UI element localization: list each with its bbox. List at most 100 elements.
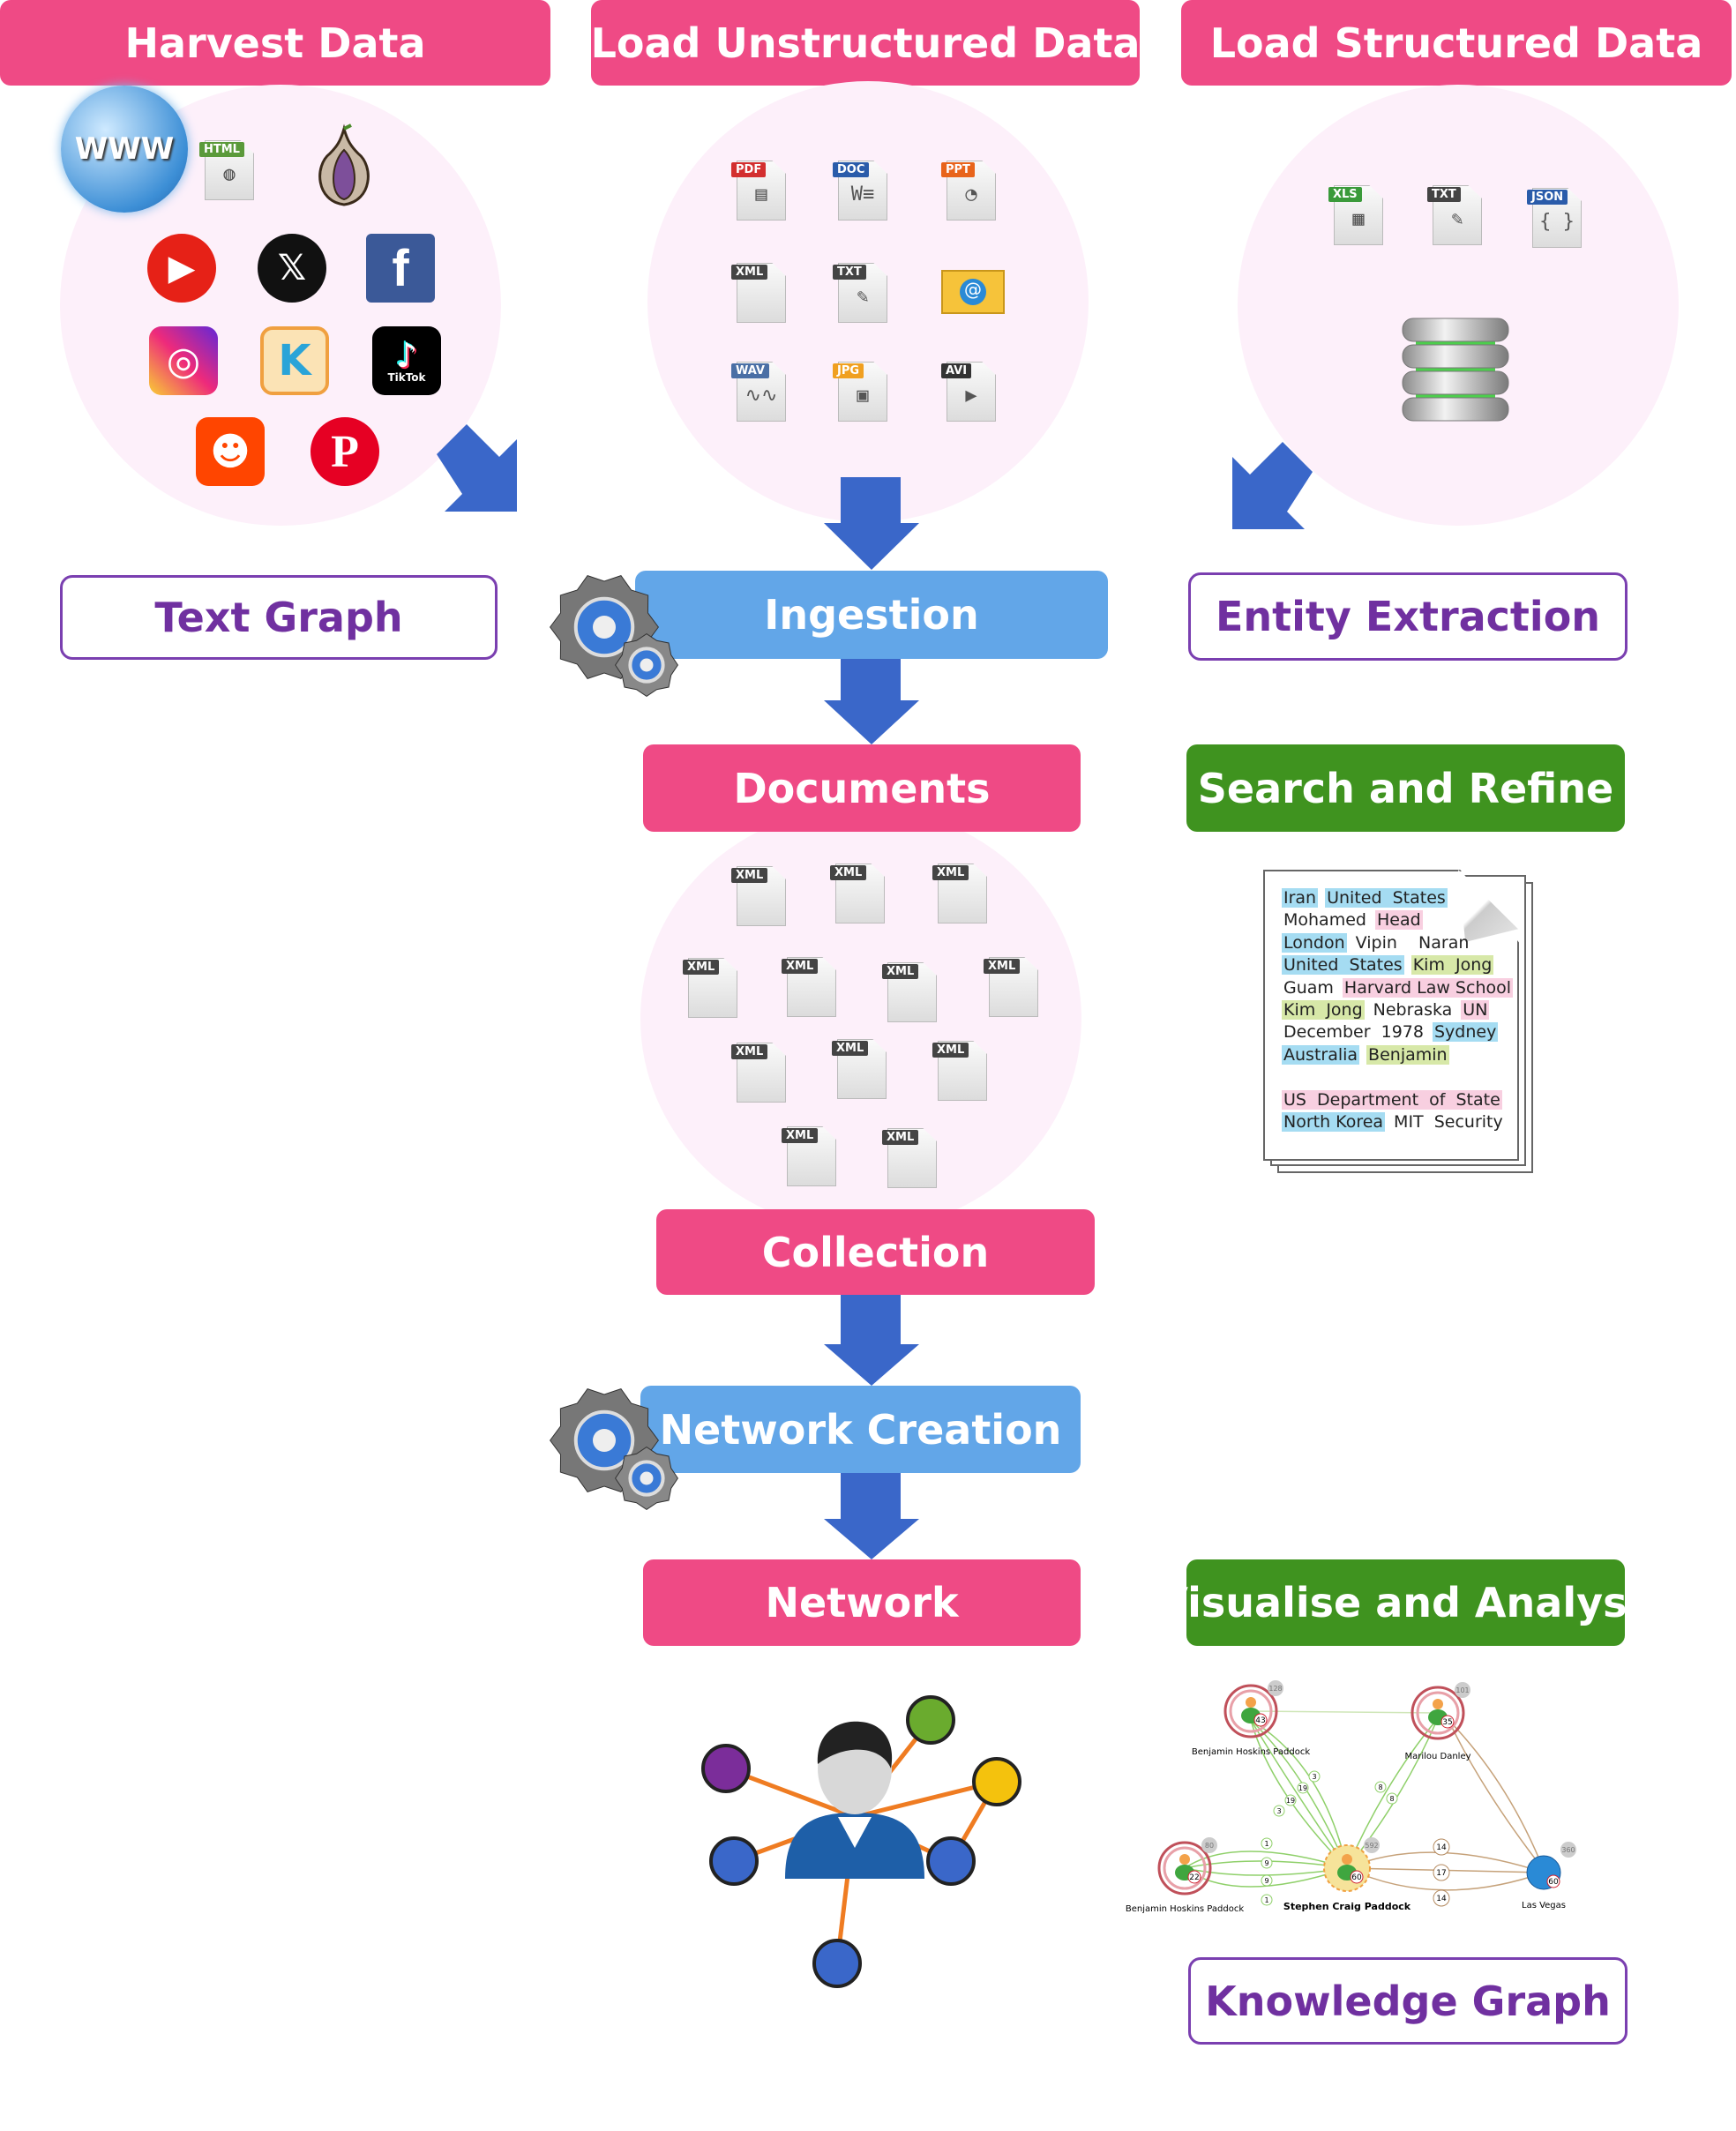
www-globe-icon: WWW [61,86,188,213]
kaggle-icon: K [260,326,329,395]
xml-file-icon: XML [731,1039,788,1104]
kg-edge-label: 14 [1436,1895,1447,1903]
entity-text: December 1978 [1283,1022,1424,1043]
kg-node-count: 80 [1205,1842,1214,1850]
kg-edge-label-bg [1261,1857,1273,1869]
entity-text-line: December 1978 Sydney [1282,1022,1505,1043]
kg-edge-label-bg [1433,1864,1450,1881]
kg-edge-label: 8 [1378,1783,1382,1791]
kg-edge-label-bg [1261,1894,1273,1906]
harvest-data-header: Harvest Data [0,0,550,86]
html-file-icon: HTML◍ [199,137,256,202]
kg-edge-label: 3 [1312,1773,1316,1781]
network-node [906,1695,955,1745]
kg-edge-label: 17 [1436,1869,1446,1878]
network-creation-stage: Network Creation [640,1386,1081,1473]
pinterest-icon: P [311,417,379,486]
kg-edge-label: 19 [1298,1784,1307,1792]
txt-file-icon: TXT✎ [833,259,889,325]
network-stage: Network [643,1559,1081,1646]
network-node [709,1836,759,1886]
x-twitter-icon: 𝕏 [258,234,326,303]
xml-file-icon: XML [984,953,1040,1019]
xls-file-icon: XLS▦ [1328,182,1385,247]
entity-highlight: Kim Jong [1282,1000,1365,1020]
kg-edge-label: 8 [1389,1795,1394,1803]
entity-highlight: Sydney [1432,1022,1499,1043]
visualise-and-analyse-stage: Visualise and Analyse [1156,1559,1655,1646]
arrow-down-right-icon [437,424,517,512]
facebook-icon: f [366,234,435,303]
wav-file-icon: WAV∿∿ [731,358,788,423]
entity-text: MIT Security [1394,1112,1503,1132]
kg-edge-label-bg [1433,1838,1450,1856]
xml-file-icon: XML [932,1037,989,1103]
entity-text-line: Guam Harvard Law School [1282,977,1520,998]
kg-node-count: 101 [1455,1686,1469,1694]
knowledge-graph-label: Knowledge Graph [1188,1957,1628,2045]
kg-node-count: 592 [1365,1842,1378,1850]
kg-node-badge: 22 [1189,1873,1199,1882]
arrow-down-icon [824,1473,919,1559]
documents-stage: Documents [643,744,1081,832]
kg-node-count: 128 [1268,1685,1282,1693]
avi-file-icon: AVI▶ [941,358,998,423]
kg-node-badge: 43 [1255,1716,1265,1725]
entity-highlight: United States [1282,955,1404,976]
kg-edge-label-bg [1386,1792,1398,1805]
reddit-icon: ☻ [196,417,265,486]
kg-edge-label-bg [1433,1889,1450,1907]
tiktok-icon: ♪TikTok [372,326,441,395]
kg-node-badge: 35 [1442,1718,1452,1727]
entity-text: Guam [1283,977,1334,998]
kg-edge-label: 1 [1264,1840,1268,1848]
xml-file-icon: XML [731,863,788,928]
xml-file-icon: XML [882,1125,939,1190]
kg-node-label: Stephen Craig Paddock [1283,1901,1411,1912]
kg-edge-label: 9 [1264,1859,1268,1867]
structured-files-circle [1238,85,1679,526]
network-node [972,1757,1021,1806]
kg-edge-label: 1 [1264,1896,1268,1904]
xml-file-icon: XML [830,860,887,925]
entity-highlight: Head [1374,910,1423,931]
ingestion-stage: Ingestion [635,571,1108,659]
kg-edge-label-bg [1284,1794,1297,1806]
kg-node-label: Marilou Danley [1404,1752,1470,1761]
kg-node-badge: 60 [1548,1878,1559,1887]
xml-file-icon: XML [683,954,739,1020]
load-unstructured-header: Load Unstructured Data [591,0,1140,86]
jpg-file-icon: JPG▣ [833,358,889,423]
kg-node-count: 360 [1561,1846,1575,1854]
kg-edge-label-bg [1261,1837,1273,1850]
kg-edge-label: 14 [1436,1843,1447,1852]
kg-node-label: Las Vegas [1522,1901,1566,1910]
kg-node-badge: 60 [1351,1873,1362,1882]
load-structured-header: Load Structured Data [1181,0,1732,86]
entity-extraction-label: Entity Extraction [1188,572,1628,661]
entity-text: Vipin Naran [1355,932,1470,953]
tor-onion-icon [312,123,376,208]
entity-text-line: United States Kim Jong [1282,955,1500,976]
kg-edge-label: 3 [1276,1807,1281,1815]
entity-highlight: Kim Jong [1410,955,1494,976]
entity-highlight: Benjamin [1366,1044,1449,1065]
instagram-icon: ◎ [149,326,218,395]
person-icon [785,1721,924,1879]
arrow-down-icon [824,658,919,744]
xml-file-icon: XML [782,1123,838,1188]
search-and-refine-stage: Search and Refine [1186,744,1625,832]
entity-highlight: Harvard Law School [1342,977,1514,998]
kg-edge-label-bg [1261,1874,1273,1887]
